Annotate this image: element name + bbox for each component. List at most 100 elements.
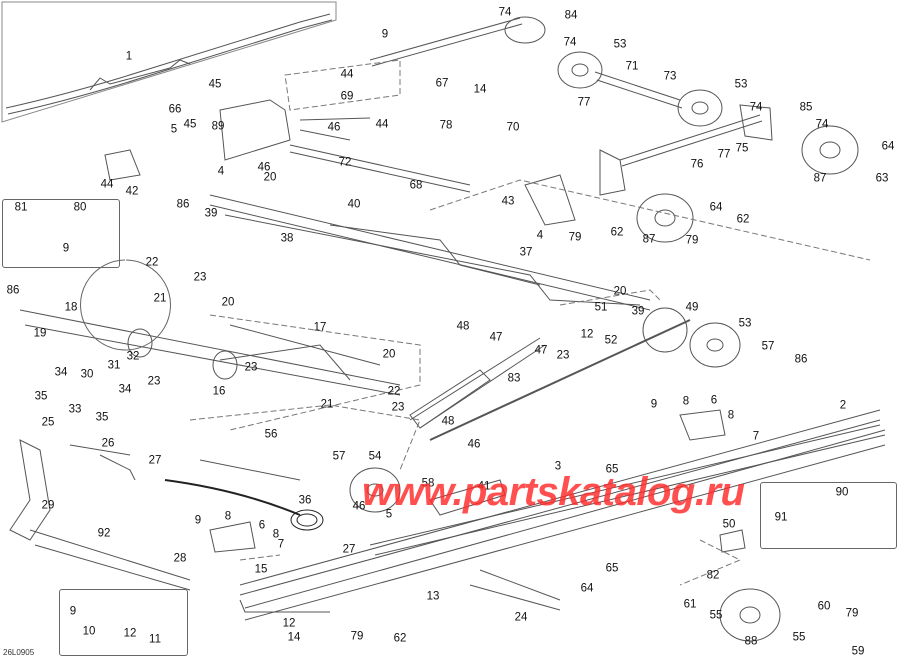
part-callout-74[interactable]: 74 bbox=[749, 101, 763, 114]
part-callout-43[interactable]: 43 bbox=[501, 195, 515, 208]
part-callout-80[interactable]: 80 bbox=[73, 201, 87, 214]
part-callout-48[interactable]: 48 bbox=[456, 320, 470, 333]
part-callout-85[interactable]: 85 bbox=[799, 101, 813, 114]
part-callout-33[interactable]: 33 bbox=[68, 403, 82, 416]
part-callout-44[interactable]: 44 bbox=[375, 118, 389, 131]
part-callout-65[interactable]: 65 bbox=[605, 463, 619, 476]
part-callout-16[interactable]: 16 bbox=[212, 385, 226, 398]
part-callout-52[interactable]: 52 bbox=[604, 334, 618, 347]
part-callout-4[interactable]: 4 bbox=[217, 165, 225, 178]
part-callout-23[interactable]: 23 bbox=[391, 401, 405, 414]
part-callout-2[interactable]: 2 bbox=[839, 399, 847, 412]
part-callout-42[interactable]: 42 bbox=[125, 185, 139, 198]
part-callout-8[interactable]: 8 bbox=[224, 510, 232, 523]
part-callout-56[interactable]: 56 bbox=[264, 428, 278, 441]
part-callout-46[interactable]: 46 bbox=[257, 161, 271, 174]
part-callout-84[interactable]: 84 bbox=[564, 9, 578, 22]
part-callout-19[interactable]: 19 bbox=[33, 327, 47, 340]
part-callout-6[interactable]: 6 bbox=[710, 394, 718, 407]
part-callout-14[interactable]: 14 bbox=[473, 83, 487, 96]
part-callout-7[interactable]: 7 bbox=[752, 430, 760, 443]
part-callout-66[interactable]: 66 bbox=[168, 103, 182, 116]
part-callout-22[interactable]: 22 bbox=[387, 385, 401, 398]
part-callout-38[interactable]: 38 bbox=[280, 232, 294, 245]
part-callout-88[interactable]: 88 bbox=[744, 635, 758, 648]
part-callout-83[interactable]: 83 bbox=[507, 372, 521, 385]
part-callout-6[interactable]: 6 bbox=[258, 519, 266, 532]
part-callout-53[interactable]: 53 bbox=[613, 38, 627, 51]
part-callout-53[interactable]: 53 bbox=[738, 317, 752, 330]
part-callout-1[interactable]: 1 bbox=[125, 50, 133, 63]
part-callout-23[interactable]: 23 bbox=[244, 361, 258, 374]
part-callout-20[interactable]: 20 bbox=[263, 171, 277, 184]
part-callout-12[interactable]: 12 bbox=[580, 328, 594, 341]
part-callout-22[interactable]: 22 bbox=[145, 256, 159, 269]
part-callout-55[interactable]: 55 bbox=[709, 609, 723, 622]
part-callout-20[interactable]: 20 bbox=[613, 285, 627, 298]
part-callout-63[interactable]: 63 bbox=[875, 172, 889, 185]
part-callout-26[interactable]: 26 bbox=[101, 437, 115, 450]
part-callout-12[interactable]: 12 bbox=[123, 627, 137, 640]
part-callout-44[interactable]: 44 bbox=[340, 68, 354, 81]
part-callout-74[interactable]: 74 bbox=[815, 118, 829, 131]
part-callout-8[interactable]: 8 bbox=[727, 409, 735, 422]
part-callout-54[interactable]: 54 bbox=[368, 450, 382, 463]
part-callout-58[interactable]: 58 bbox=[421, 477, 435, 490]
part-callout-40[interactable]: 40 bbox=[347, 198, 361, 211]
part-callout-79[interactable]: 79 bbox=[685, 234, 699, 247]
part-callout-4[interactable]: 4 bbox=[536, 229, 544, 242]
part-callout-79[interactable]: 79 bbox=[845, 607, 859, 620]
part-callout-62[interactable]: 62 bbox=[736, 213, 750, 226]
part-callout-17[interactable]: 17 bbox=[313, 321, 327, 334]
part-callout-79[interactable]: 79 bbox=[568, 231, 582, 244]
part-callout-69[interactable]: 69 bbox=[340, 90, 354, 103]
part-callout-29[interactable]: 29 bbox=[41, 499, 55, 512]
part-callout-45[interactable]: 45 bbox=[183, 118, 197, 131]
part-callout-18[interactable]: 18 bbox=[64, 301, 78, 314]
part-callout-21[interactable]: 21 bbox=[153, 292, 167, 305]
part-callout-59[interactable]: 59 bbox=[851, 645, 865, 658]
part-callout-20[interactable]: 20 bbox=[221, 296, 235, 309]
part-callout-73[interactable]: 73 bbox=[663, 70, 677, 83]
part-callout-23[interactable]: 23 bbox=[147, 375, 161, 388]
part-callout-13[interactable]: 13 bbox=[426, 590, 440, 603]
part-callout-25[interactable]: 25 bbox=[41, 416, 55, 429]
part-callout-37[interactable]: 37 bbox=[519, 246, 533, 259]
part-callout-10[interactable]: 10 bbox=[82, 625, 96, 638]
part-callout-27[interactable]: 27 bbox=[342, 543, 356, 556]
part-callout-87[interactable]: 87 bbox=[813, 172, 827, 185]
part-callout-45[interactable]: 45 bbox=[208, 78, 222, 91]
part-callout-47[interactable]: 47 bbox=[534, 344, 548, 357]
part-callout-46[interactable]: 46 bbox=[467, 438, 481, 451]
part-callout-64[interactable]: 64 bbox=[709, 201, 723, 214]
part-callout-70[interactable]: 70 bbox=[506, 121, 520, 134]
part-callout-86[interactable]: 86 bbox=[6, 284, 20, 297]
part-callout-23[interactable]: 23 bbox=[193, 271, 207, 284]
part-callout-20[interactable]: 20 bbox=[382, 348, 396, 361]
part-callout-46[interactable]: 46 bbox=[327, 121, 341, 134]
part-callout-12[interactable]: 12 bbox=[282, 617, 296, 630]
part-callout-71[interactable]: 71 bbox=[625, 60, 639, 73]
part-callout-9[interactable]: 9 bbox=[194, 514, 202, 527]
part-callout-62[interactable]: 62 bbox=[610, 226, 624, 239]
part-callout-51[interactable]: 51 bbox=[594, 301, 608, 314]
part-callout-30[interactable]: 30 bbox=[80, 368, 94, 381]
part-callout-72[interactable]: 72 bbox=[338, 156, 352, 169]
part-callout-61[interactable]: 61 bbox=[683, 598, 697, 611]
part-callout-9[interactable]: 9 bbox=[62, 242, 70, 255]
part-callout-9[interactable]: 9 bbox=[381, 28, 389, 41]
part-callout-79[interactable]: 79 bbox=[350, 630, 364, 643]
part-callout-64[interactable]: 64 bbox=[881, 140, 895, 153]
part-callout-28[interactable]: 28 bbox=[173, 552, 187, 565]
part-callout-44[interactable]: 44 bbox=[100, 178, 114, 191]
part-callout-89[interactable]: 89 bbox=[211, 120, 225, 133]
part-callout-8[interactable]: 8 bbox=[272, 528, 280, 541]
part-callout-35[interactable]: 35 bbox=[34, 390, 48, 403]
part-callout-35[interactable]: 35 bbox=[95, 411, 109, 424]
part-callout-76[interactable]: 76 bbox=[690, 158, 704, 171]
part-callout-68[interactable]: 68 bbox=[409, 179, 423, 192]
part-callout-41[interactable]: 41 bbox=[477, 480, 491, 493]
part-callout-34[interactable]: 34 bbox=[118, 383, 132, 396]
part-callout-34[interactable]: 34 bbox=[54, 366, 68, 379]
part-callout-31[interactable]: 31 bbox=[107, 359, 121, 372]
